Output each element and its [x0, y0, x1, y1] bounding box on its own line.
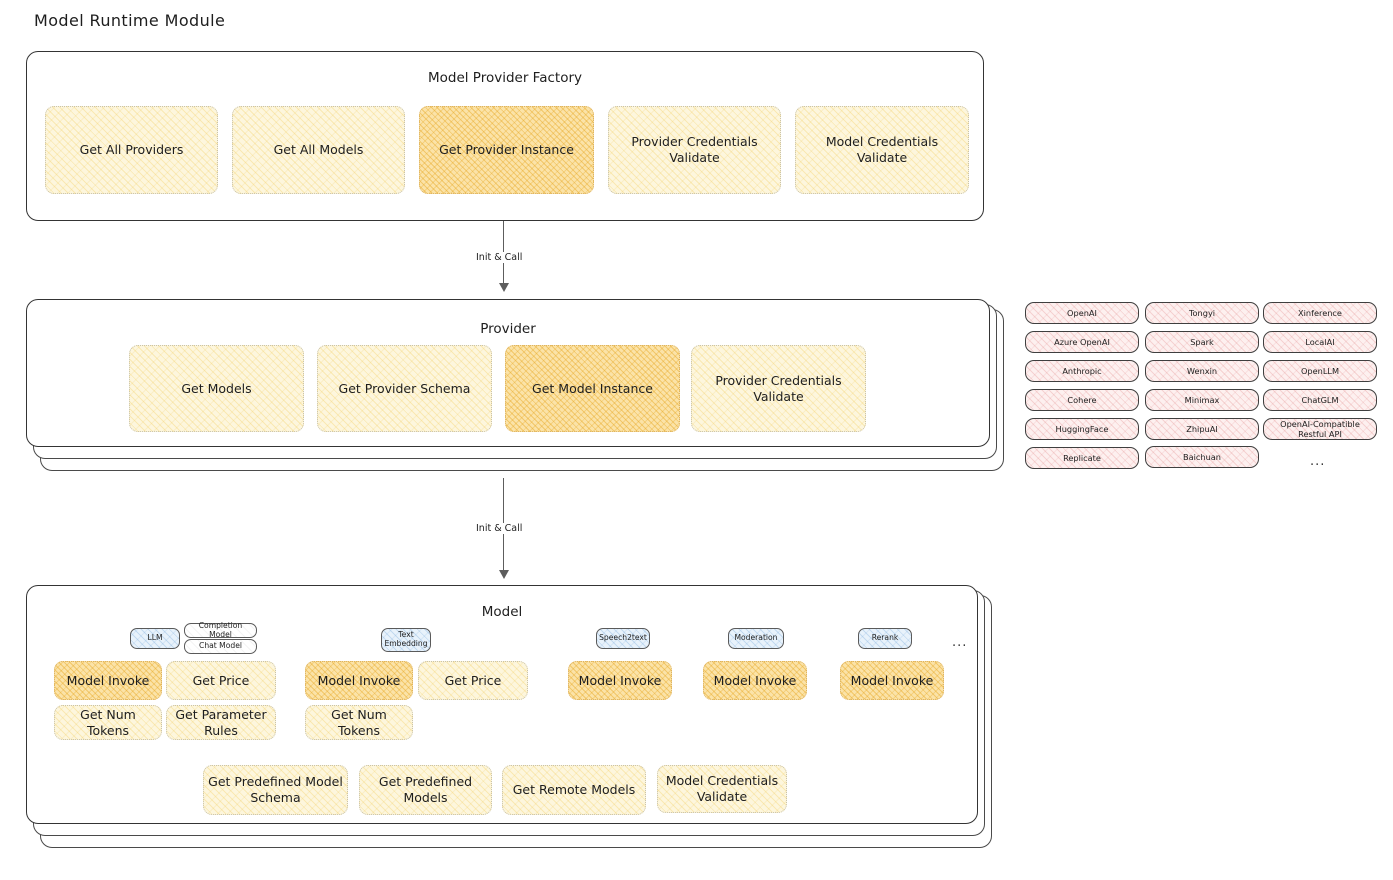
model-title: Model [481, 604, 523, 620]
model-subtype-chip-completion-model[interactable]: Completion Model [184, 621, 257, 638]
llm-method-get-parameter-rules[interactable]: Get Parameter Rules [166, 705, 276, 740]
model-provider-factory-title: Model Provider Factory [427, 70, 582, 86]
factory-method-get-all-models[interactable]: Get All Models [232, 106, 405, 194]
provider-chip-replicate[interactable]: Replicate [1025, 447, 1139, 469]
provider-title: Provider [480, 321, 536, 337]
provider-chip-openai-compatible-restful-api[interactable]: OpenAI-Compatible Restful API [1263, 418, 1377, 440]
provider-method-get-model-instance[interactable]: Get Model Instance [505, 345, 680, 432]
llm-method-model-invoke[interactable]: Model Invoke [54, 661, 162, 700]
provider-chip-azure-openai[interactable]: Azure OpenAI [1025, 331, 1139, 353]
text-embedding-method-get-num-tokens[interactable]: Get Num Tokens [305, 705, 413, 740]
provider-chip-baichuan[interactable]: Baichuan [1145, 446, 1259, 468]
speech2text-method-model-invoke[interactable]: Model Invoke [568, 661, 672, 700]
arrow-factory-to-provider-head [499, 283, 509, 292]
provider-chip-localai[interactable]: LocalAI [1263, 331, 1377, 353]
factory-method-model-credentials-validate[interactable]: Model Credentials Validate [795, 106, 969, 194]
text-embedding-method-get-price[interactable]: Get Price [418, 661, 528, 700]
model-common-method-get-predefined-models[interactable]: Get Predefined Models [359, 765, 492, 815]
llm-method-get-price[interactable]: Get Price [166, 661, 276, 700]
provider-chip-minimax[interactable]: Minimax [1145, 389, 1259, 411]
provider-chip-spark[interactable]: Spark [1145, 331, 1259, 353]
model-common-method-get-remote-models[interactable]: Get Remote Models [502, 765, 646, 815]
model-type-chip-llm[interactable]: LLM [130, 628, 180, 649]
model-common-method-model-credentials-validate[interactable]: Model Credentials Validate [657, 765, 787, 813]
provider-chip-openllm[interactable]: OpenLLM [1263, 360, 1377, 382]
model-common-method-get-predefined-model-schema[interactable]: Get Predefined Model Schema [203, 765, 348, 815]
provider-chip-chatglm[interactable]: ChatGLM [1263, 389, 1377, 411]
provider-method-get-models[interactable]: Get Models [129, 345, 304, 432]
model-type-chip-speech2text[interactable]: Speech2text [596, 628, 650, 649]
model-type-chip-rerank[interactable]: Rerank [858, 628, 912, 649]
provider-chip-wenxin[interactable]: Wenxin [1145, 360, 1259, 382]
model-type-chip-moderation[interactable]: Moderation [728, 628, 784, 649]
provider-chip-zhipuai[interactable]: ZhipuAI [1145, 418, 1259, 440]
moderation-method-model-invoke[interactable]: Model Invoke [703, 661, 807, 700]
provider-chip-anthropic[interactable]: Anthropic [1025, 360, 1139, 382]
factory-method-get-all-providers[interactable]: Get All Providers [45, 106, 218, 194]
provider-chip-tongyi[interactable]: Tongyi [1145, 302, 1259, 324]
text-embedding-method-model-invoke[interactable]: Model Invoke [305, 661, 413, 700]
arrow-factory-to-provider-label: Init & Call [472, 252, 527, 263]
model-type-chip-text-embedding[interactable]: Text Embedding [381, 628, 431, 652]
llm-method-get-num-tokens[interactable]: Get Num Tokens [54, 705, 162, 740]
provider-chip-openai[interactable]: OpenAI [1025, 302, 1139, 324]
model-types-more-ellipsis: ... [952, 635, 968, 650]
provider-method-provider-credentials-validate[interactable]: Provider Credentials Validate [691, 345, 866, 432]
arrow-provider-to-model-label: Init & Call [472, 523, 527, 534]
model-subtype-chip-chat-model[interactable]: Chat Model [184, 639, 257, 654]
provider-chip-xinference[interactable]: Xinference [1263, 302, 1377, 324]
provider-method-get-provider-schema[interactable]: Get Provider Schema [317, 345, 492, 432]
factory-method-provider-credentials-validate[interactable]: Provider Credentials Validate [608, 106, 781, 194]
page-title: Model Runtime Module [34, 11, 226, 30]
provider-chip-huggingface[interactable]: HuggingFace [1025, 418, 1139, 440]
rerank-method-model-invoke[interactable]: Model Invoke [840, 661, 944, 700]
provider-list-more-ellipsis: ... [1310, 454, 1326, 469]
factory-method-get-provider-instance[interactable]: Get Provider Instance [419, 106, 594, 194]
provider-chip-cohere[interactable]: Cohere [1025, 389, 1139, 411]
arrow-provider-to-model-head [499, 570, 509, 579]
